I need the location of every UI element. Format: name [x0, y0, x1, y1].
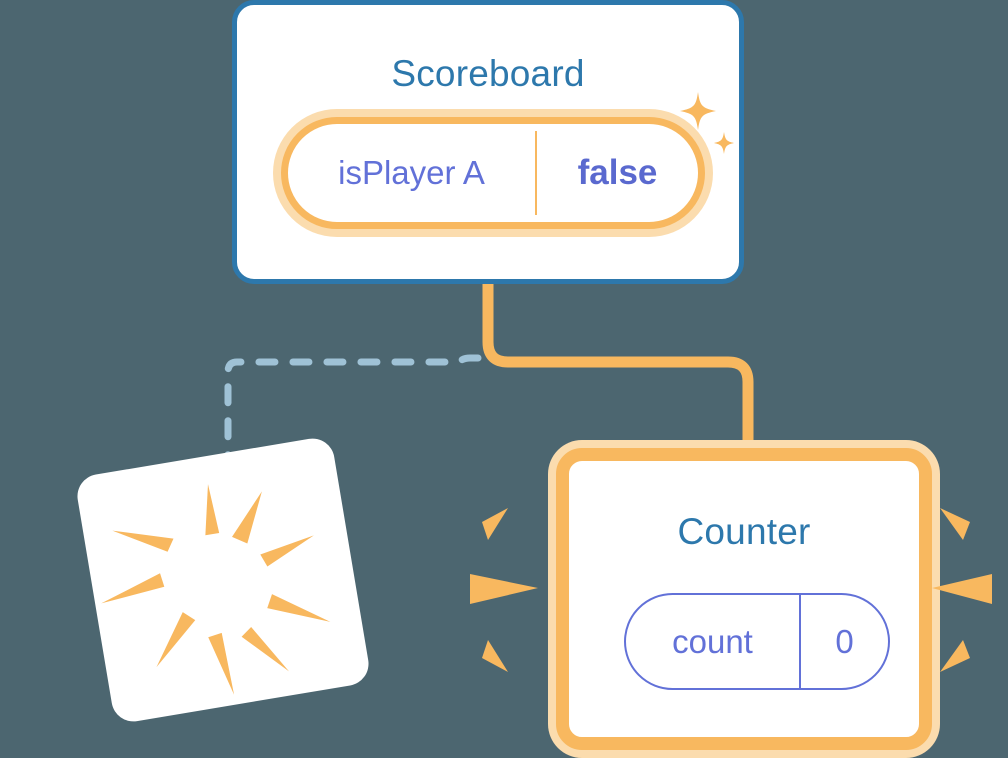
scoreboard-property-pill[interactable]: isPlayer A false: [273, 109, 713, 237]
card-tilted-blank[interactable]: [74, 435, 372, 725]
counter-pill-key: count: [672, 622, 753, 660]
counter-property-pill[interactable]: count 0: [624, 593, 890, 690]
connector-dashed-scoreboard-to-tilted-card: [224, 354, 482, 474]
counter-pill-value: 0: [835, 622, 854, 660]
scoreboard-pill-key: isPlayer A: [338, 154, 485, 191]
card-counter-title: Counter: [677, 511, 811, 552]
connector-solid-scoreboard-to-counter: [482, 282, 754, 452]
scoreboard-pill-value: false: [577, 153, 658, 192]
card-scoreboard[interactable]: Scoreboard isPlayer A false: [232, 0, 744, 284]
card-scoreboard-title: Scoreboard: [391, 53, 585, 94]
counter-pill-divider: [799, 595, 801, 688]
card-counter[interactable]: Counter count 0: [556, 448, 932, 750]
scoreboard-pill-divider: [535, 131, 537, 215]
